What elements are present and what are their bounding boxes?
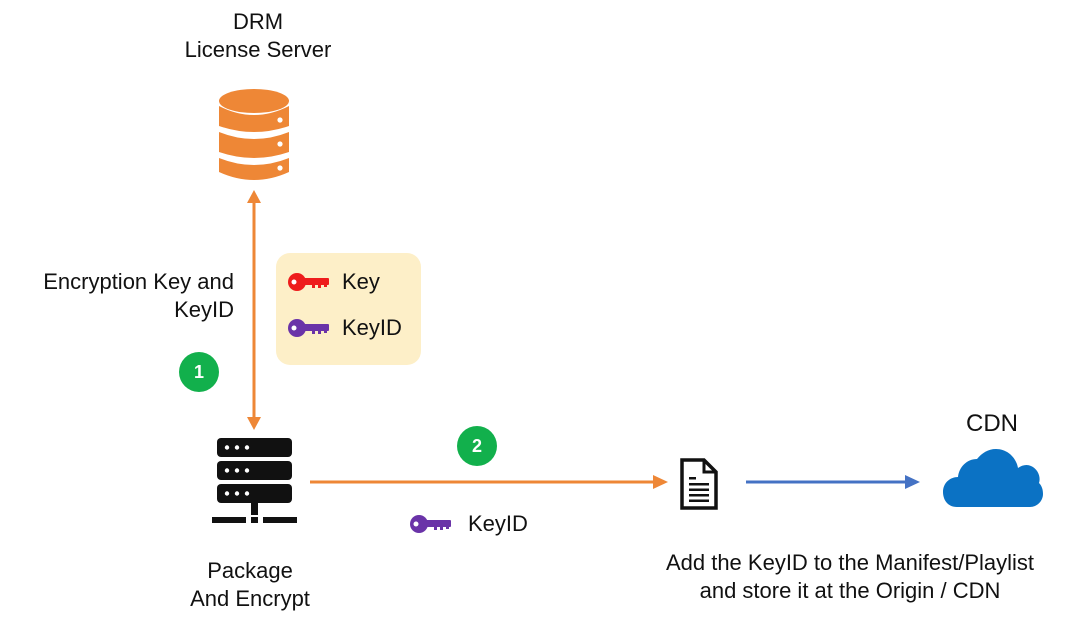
manifest-to-cdn-arrow <box>746 475 920 489</box>
legend-key-label: Key <box>342 269 380 294</box>
key-exchange-arrow <box>247 190 261 430</box>
keyid-transfer: KeyID <box>410 510 528 538</box>
license-server-title: DRM License Server <box>158 8 358 64</box>
step-2-badge: 2 <box>457 426 497 466</box>
packager-title-line1: Package <box>207 558 293 583</box>
manifest-caption: Add the KeyID to the Manifest/Playlist a… <box>620 549 1080 605</box>
legend-item-keyid: KeyID <box>288 315 402 341</box>
legend-keyid-label: KeyID <box>342 315 402 340</box>
document-icon <box>680 458 718 510</box>
key-legend: Key KeyID <box>276 253 421 365</box>
key-icon <box>288 319 329 337</box>
keyid-transfer-label: KeyID <box>468 511 528 536</box>
manifest-caption-line1: Add the KeyID to the Manifest/Playlist <box>665 550 1035 575</box>
step-1-badge: 1 <box>179 352 219 392</box>
key-icon <box>410 515 451 533</box>
manifest-caption-line2: and store it at the Origin / CDN <box>699 578 1001 603</box>
license-server-title-line2: License Server <box>184 37 332 62</box>
step-2-number: 2 <box>471 435 482 456</box>
key-exchange-label-line1: Encryption Key and <box>43 269 234 294</box>
keyid-transfer-arrow <box>310 475 668 489</box>
cdn-title: CDN <box>966 410 1018 437</box>
key-icon <box>288 273 329 291</box>
cloud-icon <box>943 449 1043 507</box>
packager-title: Package And Encrypt <box>150 557 350 613</box>
key-exchange-label: Encryption Key and KeyID <box>0 268 234 324</box>
server-icon <box>212 438 297 523</box>
key-exchange-label-line2: KeyID <box>174 297 234 322</box>
license-server-title-line1: DRM <box>232 9 284 34</box>
database-icon <box>219 89 289 180</box>
step-1-number: 1 <box>193 361 204 382</box>
legend-item-key: Key <box>288 269 380 295</box>
packager-title-line2: And Encrypt <box>190 586 310 611</box>
